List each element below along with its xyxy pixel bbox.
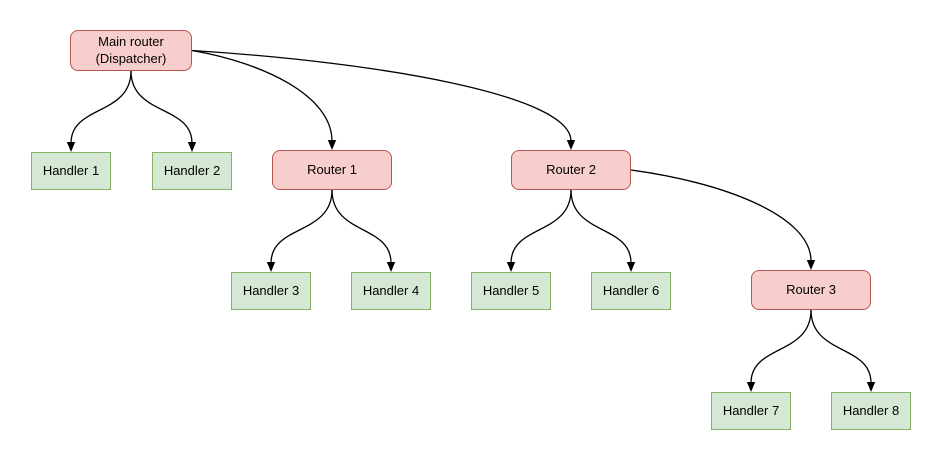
node-router-1-label: Router 1 <box>307 161 357 177</box>
node-handler-8-label: Handler 8 <box>842 402 900 418</box>
arrowhead-icon <box>386 262 396 272</box>
arrowhead-icon <box>746 382 756 392</box>
node-handler-3-label: Handler 3 <box>242 282 300 298</box>
node-handler-2: Handler 2 <box>152 152 232 190</box>
node-handler-7-label: Handler 7 <box>722 402 780 418</box>
edge-router-2-to-router-3 <box>630 169 816 270</box>
edge-line <box>130 70 193 144</box>
node-router-3-label: Router 3 <box>786 281 836 297</box>
edge-line <box>270 189 333 264</box>
edge-router-2-to-handler-6 <box>570 189 636 272</box>
edge-main-router-to-handler-2 <box>130 70 197 152</box>
arrowhead-icon <box>806 260 816 270</box>
edge-line <box>510 189 572 264</box>
arrowhead-icon <box>266 262 276 272</box>
arrowhead-icon <box>626 262 636 272</box>
node-handler-6: Handler 6 <box>591 272 671 310</box>
edge-main-router-to-handler-1 <box>66 70 132 152</box>
node-handler-1-label: Handler 1 <box>42 162 100 178</box>
node-handler-8: Handler 8 <box>831 392 911 430</box>
edge-line <box>750 309 812 384</box>
node-handler-7: Handler 7 <box>711 392 791 430</box>
arrowhead-icon <box>187 142 197 152</box>
arrowhead-icon <box>866 382 876 392</box>
node-router-2: Router 2 <box>511 150 631 190</box>
edge-router-3-to-handler-8 <box>810 309 876 392</box>
edge-router-1-to-handler-4 <box>331 189 396 272</box>
edge-main-router-to-router-1 <box>191 49 337 150</box>
node-main-router: Main router (Dispatcher) <box>70 30 192 71</box>
edge-line <box>810 309 872 384</box>
edge-line <box>570 189 632 264</box>
edge-line <box>191 49 333 142</box>
node-handler-4: Handler 4 <box>351 272 431 310</box>
node-router-1: Router 1 <box>272 150 392 190</box>
edge-main-router-to-router-2 <box>191 49 576 150</box>
node-handler-2-label: Handler 2 <box>163 162 221 178</box>
edge-line <box>630 169 812 262</box>
arrowhead-icon <box>327 140 337 150</box>
node-handler-5: Handler 5 <box>471 272 551 310</box>
node-handler-1: Handler 1 <box>31 152 111 190</box>
edge-line <box>191 49 572 142</box>
arrowhead-icon <box>566 140 576 150</box>
edge-router-3-to-handler-7 <box>746 309 812 392</box>
edge-line <box>70 70 132 144</box>
node-handler-6-label: Handler 6 <box>602 282 660 298</box>
edge-line <box>331 189 392 264</box>
node-router-3: Router 3 <box>751 270 871 310</box>
node-handler-5-label: Handler 5 <box>482 282 540 298</box>
arrowhead-icon <box>66 142 76 152</box>
node-main-router-label: Main router (Dispatcher) <box>95 34 167 66</box>
node-handler-4-label: Handler 4 <box>362 282 420 298</box>
node-handler-3: Handler 3 <box>231 272 311 310</box>
node-router-2-label: Router 2 <box>546 161 596 177</box>
edge-router-2-to-handler-5 <box>506 189 572 272</box>
arrowhead-icon <box>506 262 516 272</box>
edge-router-1-to-handler-3 <box>266 189 333 272</box>
